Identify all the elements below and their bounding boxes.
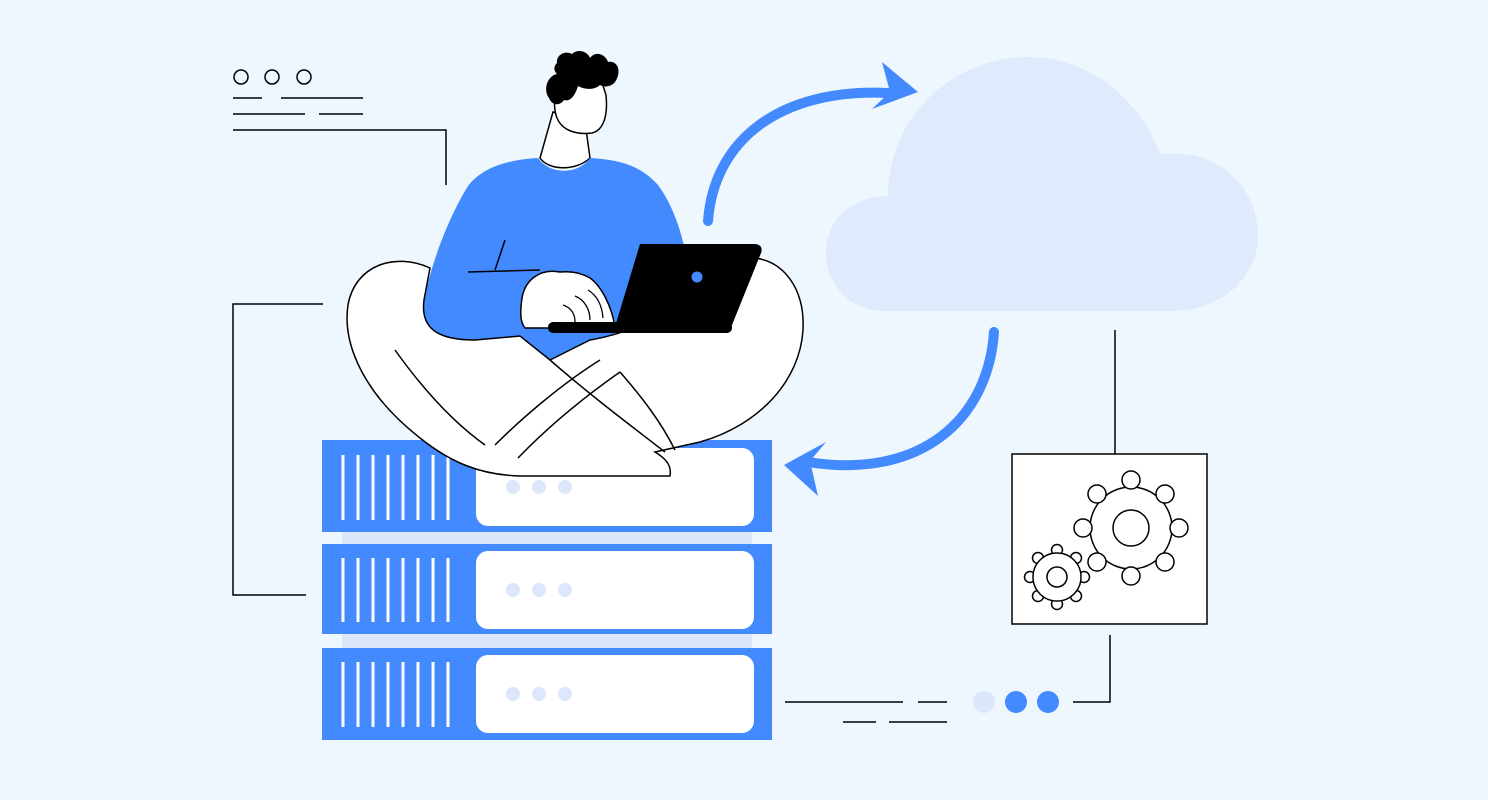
cloud-icon (826, 57, 1258, 311)
hair (546, 51, 619, 105)
server-unit (322, 648, 772, 740)
laptop-icon (614, 244, 762, 330)
gears-icon (1011, 453, 1208, 625)
person-with-laptop (346, 51, 804, 477)
sync-arrows-icon (703, 62, 999, 496)
server-rack-icon (322, 440, 772, 740)
window-dots-icon (233, 69, 447, 185)
progress-dots-icon (785, 635, 1111, 723)
server-unit (322, 544, 772, 634)
left-bracket-connector (232, 303, 323, 596)
